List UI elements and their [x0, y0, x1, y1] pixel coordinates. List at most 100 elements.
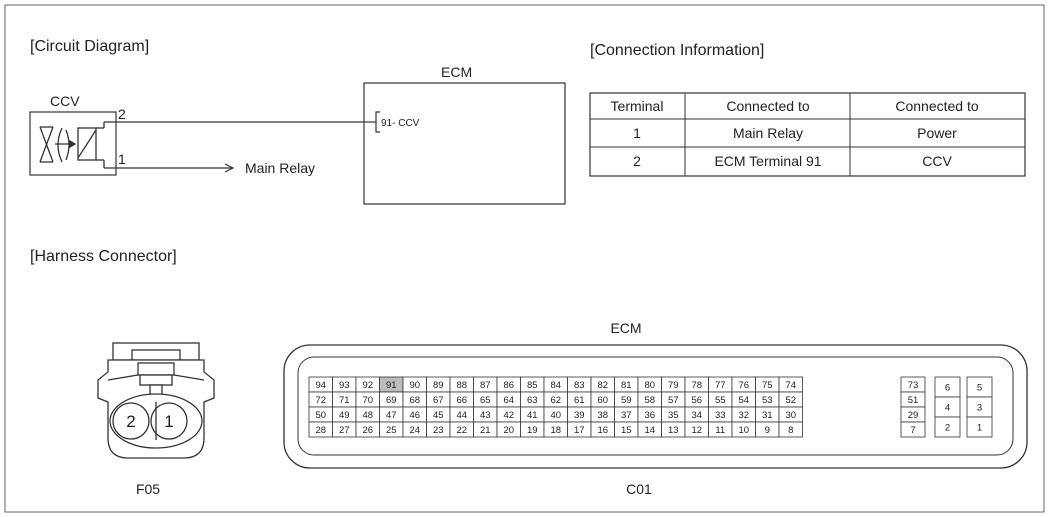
pin-number: 23 — [433, 425, 444, 436]
pin-number: 77 — [715, 380, 726, 391]
table-cell: CCV — [922, 153, 952, 169]
pin-number: 17 — [574, 425, 585, 436]
c01-label: C01 — [626, 481, 652, 497]
pin-number: 86 — [503, 380, 514, 391]
pin-number: 9 — [765, 425, 770, 436]
ecm-connector-title: ECM — [610, 320, 641, 336]
pin-number: 48 — [362, 410, 373, 421]
pin-number: 89 — [433, 380, 444, 391]
pin-number: 94 — [315, 380, 326, 391]
pin-number: 59 — [621, 395, 632, 406]
pin-number: 91 — [386, 380, 397, 391]
pin-number: 75 — [762, 380, 773, 391]
ccv-box — [29, 111, 117, 176]
pin-number: 64 — [503, 395, 514, 406]
pin-number: 49 — [339, 410, 350, 421]
f05-pin-1: 1 — [164, 412, 173, 431]
circuit-diagram: CCV 2 1 Main Relay ECM — [29, 64, 566, 205]
valve-icon — [39, 126, 77, 163]
pin-number: 68 — [409, 395, 420, 406]
ecm-box — [363, 82, 566, 205]
ccv-pin-2-label: 2 — [118, 106, 126, 122]
pin-number: 63 — [527, 395, 538, 406]
pin-number: 51 — [908, 395, 919, 406]
ccv-pin-1-label: 1 — [118, 151, 126, 167]
section-harness-title: [Harness Connector] — [30, 248, 177, 265]
pin-number: 73 — [908, 380, 919, 391]
pin-number: 92 — [362, 380, 373, 391]
pin-number: 35 — [668, 410, 679, 421]
table-header: Connected to — [726, 98, 809, 114]
pin-number: 11 — [715, 425, 725, 436]
pin-number: 62 — [550, 395, 561, 406]
pin-number: 61 — [574, 395, 585, 406]
pin-number: 65 — [480, 395, 491, 406]
pin-number: 16 — [597, 425, 608, 436]
pin-number: 32 — [738, 410, 749, 421]
pin-number: 81 — [621, 380, 632, 391]
ccv-label: CCV — [50, 93, 80, 109]
pin-number: 25 — [386, 425, 397, 436]
pin-number: 21 — [480, 425, 491, 436]
pin-number: 29 — [908, 410, 919, 421]
pin-number: 2 — [945, 423, 950, 434]
table-cell: Main Relay — [733, 125, 803, 141]
table-frame — [589, 92, 1026, 177]
pin-number: 40 — [550, 410, 561, 421]
pin-number: 79 — [668, 380, 679, 391]
pin-number: 54 — [738, 395, 749, 406]
pin-number: 90 — [409, 380, 420, 391]
pin-number: 70 — [362, 395, 373, 406]
pin-number: 7 — [910, 425, 915, 436]
pin-number: 50 — [315, 410, 326, 421]
table-cell: 2 — [633, 153, 641, 169]
pin-number: 8 — [788, 425, 793, 436]
main-relay-label: Main Relay — [245, 160, 315, 176]
pin-number: 12 — [691, 425, 702, 436]
pin-number: 46 — [409, 410, 420, 421]
pin-number: 1 — [977, 423, 982, 434]
pin-number: 26 — [362, 425, 373, 436]
pin-number: 14 — [644, 425, 655, 436]
f05-label: F05 — [136, 481, 160, 497]
pin-number: 36 — [644, 410, 655, 421]
pin-number: 42 — [503, 410, 514, 421]
pin-number: 30 — [785, 410, 796, 421]
pin-number: 53 — [762, 395, 773, 406]
pin-number: 33 — [715, 410, 726, 421]
pin-number: 74 — [785, 380, 796, 391]
table-header: Terminal — [611, 98, 664, 114]
pin-number: 82 — [597, 380, 608, 391]
pin-number: 93 — [339, 380, 350, 391]
section-circuit-title: [Circuit Diagram] — [30, 38, 149, 55]
pin-number: 80 — [644, 380, 655, 391]
pin-number: 88 — [456, 380, 467, 391]
arrow-icon — [224, 163, 235, 173]
outer-frame — [4, 4, 1045, 513]
pin-number: 39 — [574, 410, 585, 421]
ecm-label: ECM — [441, 64, 472, 80]
pin-number: 87 — [480, 380, 491, 391]
pin-number: 47 — [386, 410, 397, 421]
pin-number: 18 — [550, 425, 561, 436]
f05-connector — [97, 342, 215, 459]
pin-number: 69 — [386, 395, 397, 406]
pin-number: 38 — [597, 410, 608, 421]
pin-number: 84 — [550, 380, 561, 391]
pin-number: 4 — [945, 403, 950, 414]
pin-number: 76 — [738, 380, 749, 391]
pin-cell — [966, 416, 993, 438]
pin-cell — [778, 421, 803, 438]
pin-number: 10 — [738, 425, 749, 436]
pin-cell — [900, 421, 926, 438]
pin-number: 67 — [433, 395, 444, 406]
pin-number: 19 — [527, 425, 538, 436]
pin-cell — [934, 416, 961, 438]
section-connection-title: [Connection Information] — [590, 42, 764, 59]
pin-number: 66 — [456, 395, 467, 406]
pin-number: 37 — [621, 410, 632, 421]
table-cell: Power — [917, 125, 957, 141]
pin-number: 20 — [503, 425, 514, 436]
pin-number: 56 — [691, 395, 702, 406]
